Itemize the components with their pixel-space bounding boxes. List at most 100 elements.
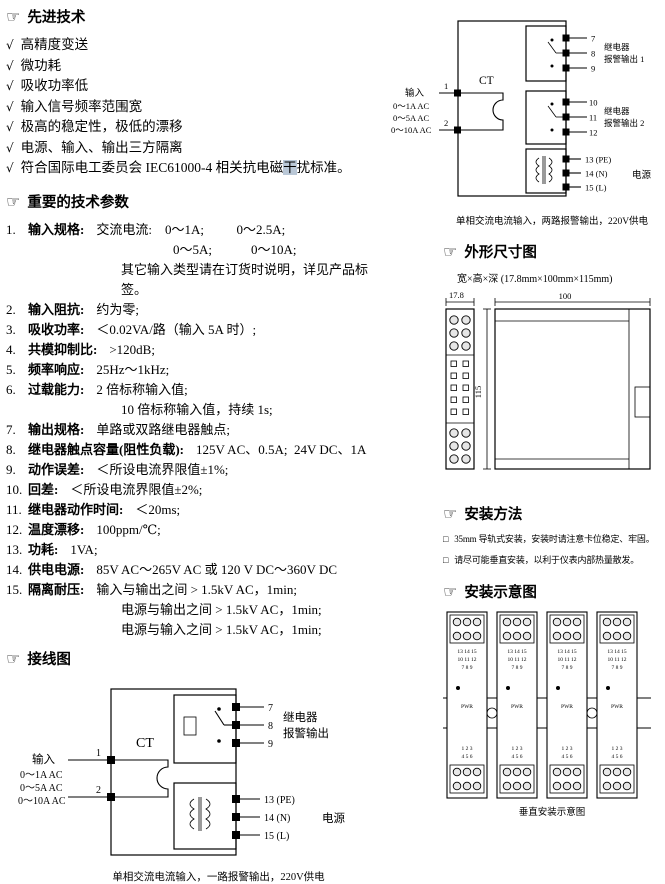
terminal-1-label: 1 — [96, 748, 101, 759]
param-row: 8. 继电器触点容量(阻性负载):125V AC、0.5A; 24V DC、1A — [6, 440, 391, 460]
mounting-item: □ 35mm 导轨式安装，安装时请注意卡位稳定、牢固。 — [443, 534, 655, 544]
svg-text:10 11 12: 10 11 12 — [557, 657, 576, 663]
terminal-13-label: 13 (PE) — [585, 155, 611, 165]
power-label: 电源 — [632, 169, 652, 181]
svg-text:10 11 12: 10 11 12 — [607, 657, 626, 663]
feature-item: √符合国际电工委员会 IEC61000-4 相关抗电磁干扰标准。 — [6, 160, 351, 175]
relay-output-2: 10 11 12 继电器 报警输出 2 — [525, 90, 644, 145]
left-column: ☞ 先进技术 √高精度变送 √微功耗 √吸收功率低 √输入信号频率范围宽 √极高… — [6, 6, 391, 884]
svg-text:0～5A AC: 0～5A AC — [393, 113, 429, 123]
input-terminals: 1 2 — [68, 748, 115, 801]
section-wiring-header: ☞ 接线图 — [6, 648, 391, 669]
relay-output: 7 8 9 继电器 报警输出 — [173, 693, 329, 764]
param-value: 电源与输入之间 > 1.5kV AC，1min; — [121, 621, 322, 637]
terminal-2-label: 2 — [444, 118, 448, 128]
section-title: 接线图 — [27, 651, 71, 668]
param-number: 15. — [6, 581, 23, 597]
transformer-symbol — [189, 796, 211, 831]
param-row: 10. 回差:＜所设电流界限值±2%; — [6, 480, 391, 500]
param-value: 其它输入类型请在订货时说明，详见产品标签。 — [121, 261, 369, 297]
param-value: 85V AC～265V AC 或 120 V DC～360V DC — [96, 561, 338, 577]
mounting-diagram-drawing: 13 14 15 10 11 12 7 8 9 PWR 1 2 3 4 5 6 — [443, 611, 651, 799]
svg-text:115: 115 — [473, 386, 483, 398]
param-number: 2. — [6, 301, 16, 317]
section-mounting: ☞ 安装方法 □ 35mm 导轨式安装，安装时请注意卡位稳定、牢固。 □ 请尽可… — [443, 503, 661, 567]
section-wiring-single: ☞ 接线图 输入 0～1A AC 0～5A AC 0～10A AC — [6, 648, 391, 884]
feature-item: √微功耗 — [6, 57, 62, 73]
param-label: 供电电源: — [28, 561, 85, 577]
wiring-dual-caption: 单相交流电流输入，两路报警输出，220V供电 — [455, 217, 649, 227]
relay-output-label: 继电器 — [283, 711, 318, 724]
svg-text:0～10A AC: 0～10A AC — [18, 796, 66, 807]
svg-text:7 8 9: 7 8 9 — [512, 665, 523, 671]
power-terminals: 13 (PE) 14 (N) 15 (L) 电源 — [525, 148, 652, 194]
input-labels: 输入 0～1A AC 0～5A AC 0～10A AC — [18, 752, 66, 807]
param-row: 3. 吸收功率:＜0.02VA/路（输入 5A 时）; — [6, 320, 391, 340]
param-value: 125V AC、0.5A; 24V DC、1A — [196, 441, 367, 457]
param-row: 11. 继电器动作时间:＜20ms; — [6, 500, 391, 520]
transformer-symbol — [535, 156, 553, 184]
feature-item: √输入信号频率范围宽 — [6, 98, 143, 114]
terminal-14-label: 14 (N) — [264, 813, 290, 824]
terminal-7-label: 7 — [268, 703, 273, 714]
pointing-hand-icon: ☞ — [6, 648, 21, 668]
param-label: 功耗: — [28, 541, 59, 557]
right-column: 输入 0～1A AC 0～5A AC 0～10A AC 1 2 CT — [391, 6, 661, 884]
terminal-9-label: 9 — [591, 64, 595, 74]
svg-text:10 11 12: 10 11 12 — [457, 657, 476, 663]
param-value: 输入与输出之间 > 1.5kV AC，1min; — [96, 581, 298, 597]
section-dimensions: ☞ 外形尺寸图 宽×高×深 (17.8mm×100mm×115mm) 17.8 — [443, 241, 661, 489]
param-value: 单路或双路继电器触点; — [96, 421, 230, 437]
terminal-1-label: 1 — [444, 81, 448, 91]
svg-text:10 11 12: 10 11 12 — [507, 657, 526, 663]
square-bullet-icon: □ — [443, 534, 449, 544]
square-bullet-icon: □ — [443, 555, 449, 565]
svg-text:4 5 6: 4 5 6 — [462, 754, 473, 760]
check-icon: √ — [6, 120, 14, 134]
param-value: 约为零; — [96, 301, 139, 317]
mounting-diagram-caption: 垂直安装示意图 — [518, 808, 586, 818]
pointing-hand-icon: ☞ — [6, 7, 21, 26]
svg-text:1 2 3: 1 2 3 — [612, 746, 623, 752]
feature-item: √极高的稳定性，极低的漂移 — [6, 119, 183, 134]
section-advanced-header: ☞ 先进技术 — [6, 6, 391, 27]
module: 13 14 15 10 11 12 7 8 9 PWR 1 2 3 4 5 6 — [596, 611, 638, 799]
pointing-hand-icon: ☞ — [6, 191, 21, 211]
svg-text:4 5 6: 4 5 6 — [512, 754, 523, 760]
dimensions-subtitle: 宽×高×深 (17.8mm×100mm×115mm) — [457, 274, 613, 285]
section-title: 先进技术 — [27, 10, 86, 26]
section-advanced: ☞ 先进技术 √高精度变送 √微功耗 √吸收功率低 √输入信号频率范围宽 √极高… — [6, 6, 391, 179]
param-value: ＜0.02VA/路（输入 5A 时）; — [96, 321, 257, 337]
param-row: 9. 动作误差:＜所设电流界限值±1%; — [6, 460, 391, 480]
terminal-11-label: 11 — [589, 113, 597, 123]
param-number: 5. — [6, 361, 16, 377]
svg-text:0～1A AC: 0～1A AC — [20, 770, 63, 781]
param-label: 输入规格: — [28, 221, 85, 237]
width-dimension: 17.8 — [445, 290, 475, 306]
section-title: 安装方法 — [464, 507, 523, 523]
param-row: 6. 过载能力:2 倍标称输入值; 10 倍标称输入值，持续 1s; — [6, 380, 391, 420]
param-value: ＜20ms; — [135, 501, 181, 517]
wiring-diagram-dual: 输入 0～1A AC 0～5A AC 0～10A AC 1 2 CT — [391, 20, 652, 197]
check-icon: √ — [6, 161, 14, 175]
section-title: 重要的技术参数 — [27, 194, 129, 211]
feature-item: √高精度变送 — [6, 37, 89, 52]
param-number: 1. — [6, 221, 16, 237]
wiring-diagram-single: 输入 0～1A AC 0～5A AC 0～10A AC 1 2 — [18, 687, 345, 856]
param-row: 12. 温度漂移:100ppm/℃; — [6, 520, 391, 540]
relay-output-label: 报警输出 — [283, 726, 329, 740]
param-row: 15. 隔离耐压:输入与输出之间 > 1.5kV AC，1min; 电源与输出之… — [6, 580, 391, 640]
check-icon: √ — [6, 99, 14, 114]
led-indicator — [556, 686, 560, 690]
svg-text:100: 100 — [559, 291, 572, 301]
param-label: 动作误差: — [28, 461, 85, 477]
svg-text:7 8 9: 7 8 9 — [612, 665, 623, 671]
terminal-8-label: 8 — [591, 49, 595, 59]
svg-text:0～1A AC: 0～1A AC — [393, 101, 429, 111]
param-label: 温度漂移: — [28, 521, 85, 537]
svg-text:13 14 15: 13 14 15 — [557, 649, 577, 655]
led-indicator — [606, 686, 610, 690]
section-mounting-diagram: ☞ 安装示意图 13 14 15 10 11 12 7 8 9 — [443, 581, 661, 818]
svg-text:7 8 9: 7 8 9 — [562, 665, 573, 671]
